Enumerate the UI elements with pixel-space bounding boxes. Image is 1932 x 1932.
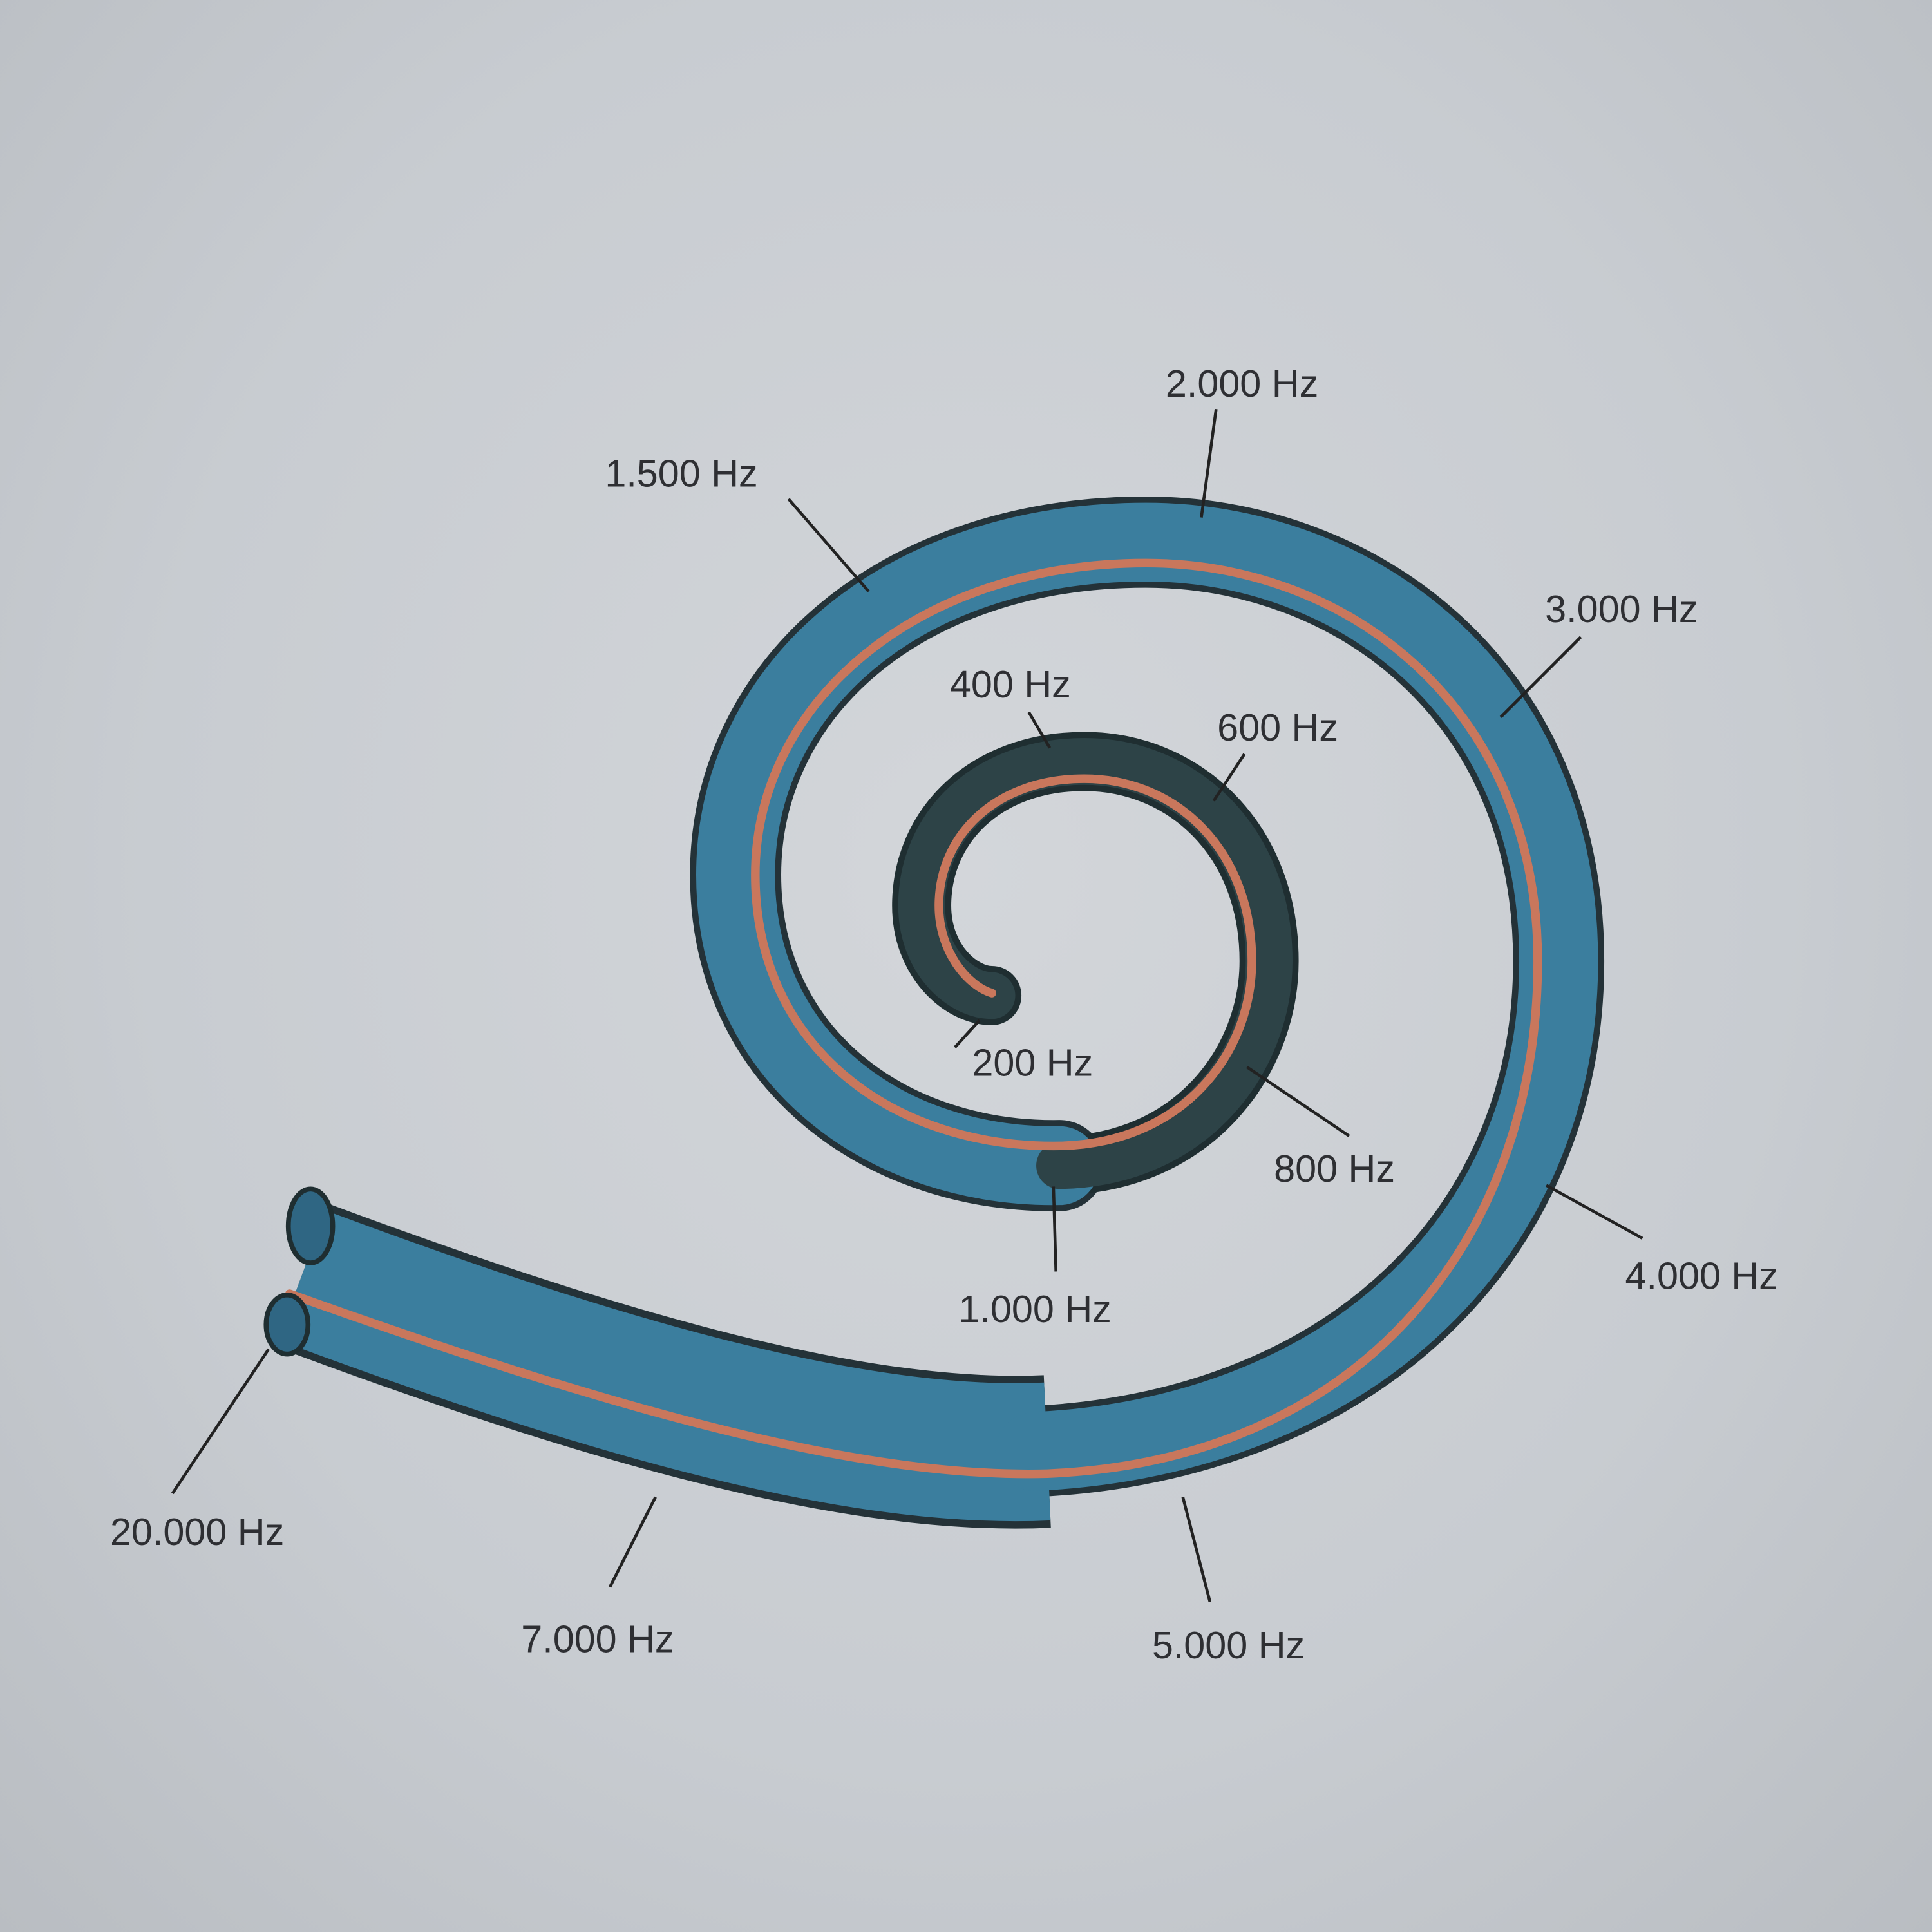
label-3000-hz: 3.000 Hz xyxy=(1545,587,1698,630)
tube-inner-fill xyxy=(898,738,1293,1189)
tube-base-fill xyxy=(278,1210,1051,1522)
leader-5000 xyxy=(1181,1497,1212,1602)
leader-4000 xyxy=(1546,1184,1643,1240)
scala-vestibuli-opening xyxy=(285,1186,336,1265)
label-400-hz: 400 Hz xyxy=(950,663,1071,706)
leader-1500 xyxy=(787,498,870,592)
label-20000-hz: 20.000 Hz xyxy=(110,1510,284,1553)
cochlea-spiral xyxy=(263,497,1605,1529)
frequency-labels: 2.000 Hz 1.500 Hz 3.000 Hz 400 Hz 600 Hz… xyxy=(110,362,1778,1667)
leader-lines xyxy=(171,408,1643,1602)
label-200-hz: 200 Hz xyxy=(972,1041,1093,1084)
leader-3000 xyxy=(1499,636,1582,719)
leader-20000 xyxy=(171,1348,270,1495)
scala-tympani-opening xyxy=(263,1293,311,1357)
leader-800 xyxy=(1245,1065,1350,1137)
leader-400 xyxy=(1027,711,1052,749)
leader-2000 xyxy=(1200,408,1218,518)
label-800-hz: 800 Hz xyxy=(1274,1147,1395,1190)
basilar-stripe xyxy=(285,558,1542,1479)
label-1000-hz: 1.000 Hz xyxy=(958,1287,1111,1331)
label-5000-hz: 5.000 Hz xyxy=(1152,1624,1305,1667)
leader-7000 xyxy=(609,1496,657,1588)
leader-200 xyxy=(954,1019,981,1048)
label-4000-hz: 4.000 Hz xyxy=(1625,1254,1778,1297)
leader-600 xyxy=(1212,753,1246,802)
label-600-hz: 600 Hz xyxy=(1217,706,1338,749)
label-2000-hz: 2.000 Hz xyxy=(1166,362,1318,405)
label-1500-hz: 1.500 Hz xyxy=(605,452,757,495)
label-7000-hz: 7.000 Hz xyxy=(521,1618,674,1661)
leader-1000 xyxy=(1052,1186,1057,1272)
